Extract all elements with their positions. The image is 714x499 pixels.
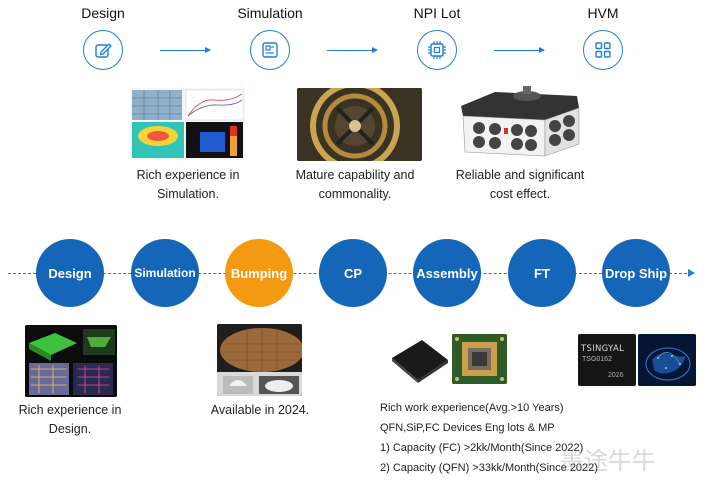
step-assembly: Assembly: [413, 239, 481, 307]
detail-line: 1) Capacity (FC) >2kk/Month(Since 2022): [380, 442, 584, 454]
flow-arrow: [160, 47, 211, 53]
stage-title-design: Design: [81, 5, 125, 21]
wafer-bumping-image: [217, 324, 302, 396]
caption-line: Design.: [48, 422, 92, 436]
caption-line: Rich experience in: [136, 168, 240, 182]
caption-hvm: Reliable and significant cost effect.: [440, 166, 600, 204]
detail-line: 2) Capacity (QFN) >33kk/Month(Since 2022…: [380, 462, 598, 474]
stage-title-simulation: Simulation: [237, 5, 303, 21]
simulation-image: [130, 88, 245, 160]
detail-line: QFN,SiP,FC Devices Eng lots & MP: [380, 422, 555, 434]
layout-design-image: [25, 325, 117, 397]
step-ft: FT: [508, 239, 576, 307]
caption-npi-lot: Mature capability and commonality.: [275, 166, 435, 204]
flow-arrow: [494, 47, 545, 53]
edit-icon: [83, 30, 123, 70]
watermark: 墨途牛牛: [560, 447, 656, 475]
caption-design: Rich experience in Design.: [0, 401, 140, 439]
global-shipping-image: [638, 334, 696, 386]
chip-brand-text: TSINGYAL: [581, 344, 625, 354]
step-design: Design: [36, 239, 104, 307]
caption-line: Simulation.: [157, 187, 219, 201]
chip-part-text: TSG0162: [582, 356, 612, 363]
packaged-chip-image: TSINGYAL TSG0162 2026: [578, 334, 636, 386]
timeline-arrowhead: [688, 269, 695, 277]
step-bumping: Bumping: [225, 239, 293, 307]
die-package-image: [452, 334, 507, 384]
detail-line: Rich work experience(Avg.>10 Years): [380, 402, 564, 414]
chip-code-text: 2026: [608, 372, 624, 379]
layout-icon: [250, 30, 290, 70]
grid-icon: [583, 30, 623, 70]
caption-line: commonality.: [318, 187, 392, 201]
caption-line: cost effect.: [489, 187, 551, 201]
step-drop-ship: Drop Ship: [602, 239, 670, 307]
caption-line: Reliable and significant: [455, 168, 585, 182]
stage-title-hvm: HVM: [587, 5, 619, 21]
assembly-details: Rich work experience(Avg.>10 Years) QFN,…: [380, 398, 690, 478]
step-cp: CP: [319, 239, 387, 307]
caption-simulation: Rich experience in Simulation.: [108, 166, 268, 204]
tester-machine-image: [455, 86, 585, 161]
caption-line: Rich experience in: [18, 403, 122, 417]
flow-arrow: [327, 47, 378, 53]
wafer-probe-image: [297, 88, 422, 161]
stage-title-npi-lot: NPI Lot: [413, 5, 461, 21]
step-simulation: Simulation: [131, 239, 199, 307]
chip-icon: [417, 30, 457, 70]
bga-chip-image: [388, 336, 450, 386]
caption-line: Mature capability and: [295, 168, 415, 182]
caption-bumping: Available in 2024.: [210, 403, 310, 417]
